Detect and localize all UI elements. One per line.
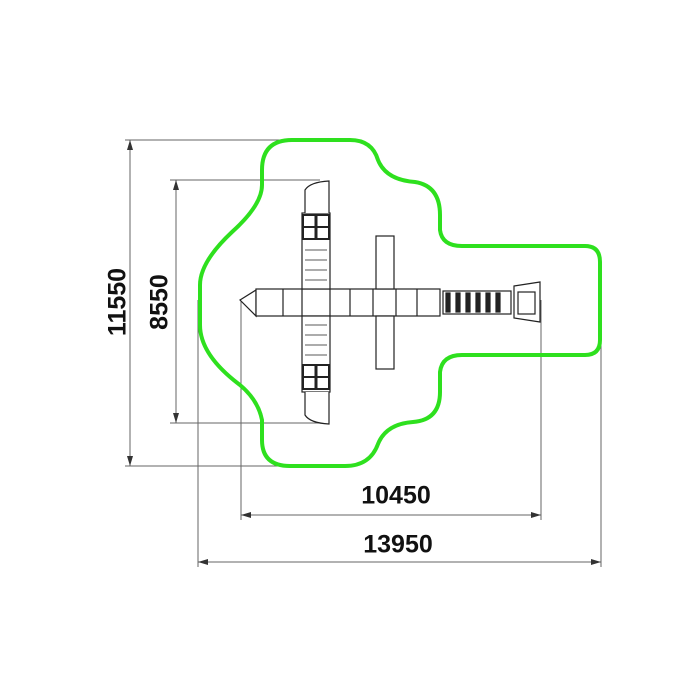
- play-equipment: [239, 180, 541, 425]
- dimension-overall-width: 13950: [363, 530, 433, 559]
- safety-zone-outline: [198, 138, 602, 468]
- main-deck: [255, 288, 441, 317]
- dimension-overall-height: 11550: [103, 267, 132, 337]
- roof-tip: [239, 288, 257, 318]
- dimension-arrows: [127, 140, 601, 565]
- dimension-equipment-width: 10450: [361, 481, 431, 510]
- dimension-equipment-height: 8550: [145, 274, 174, 330]
